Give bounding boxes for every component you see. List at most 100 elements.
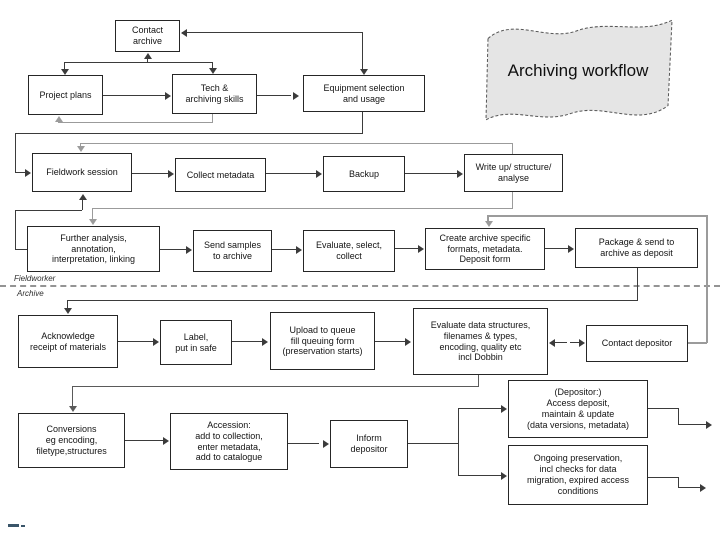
arrowhead-d [64,308,72,314]
arrowhead-r [501,405,507,413]
connector-segment [147,58,148,62]
arrowhead-d [69,406,77,412]
connector-segment [118,341,154,342]
connector-segment [545,248,569,249]
connector-segment [688,342,707,344]
flow-node-tech-archiving-skills: Tech & archiving skills [172,74,257,114]
connector-segment [637,268,638,301]
lane-label-fieldworker: Fieldworker [14,274,56,283]
arrowhead-r [168,170,174,178]
arrowhead-r [323,440,329,448]
arrowhead-r [153,338,159,346]
connector-segment [648,477,678,478]
connector-segment [678,477,679,488]
connector-segment [266,173,317,174]
flow-node-backup: Backup [323,156,405,192]
connector-segment [706,215,708,343]
connector-segment [570,342,581,343]
connector-segment [678,408,679,425]
arrowhead-r [579,339,585,347]
connector-segment [487,217,489,222]
flow-node-evaluate-select: Evaluate, select, collect [303,230,395,272]
banner-flag-shape [485,19,673,121]
connector-segment [15,133,363,134]
connector-segment [132,173,170,174]
connector-segment [458,408,459,476]
connector-segment [375,341,407,342]
connector-segment [487,215,708,217]
arrowhead-r [706,421,712,429]
arrowhead-r [568,245,574,253]
connector-segment [92,208,513,209]
arrowhead-r [296,246,302,254]
flow-node-collect-metadata: Collect metadata [175,158,266,192]
connector-segment [458,475,502,476]
footer-mark [21,525,25,527]
arrowhead-d [61,69,69,75]
flow-node-contact-archive: Contact archive [115,20,180,52]
arrowhead-d [89,219,97,225]
flow-node-depositor-access: (Depositor:) Access deposit, maintain & … [508,380,648,438]
banner-title: Archiving workflow [507,61,649,80]
connector-segment [92,208,93,221]
connector-segment [80,143,513,144]
connector-segment [512,192,513,208]
arrowhead-r [418,245,424,253]
connector-segment [212,114,213,123]
connector-segment [72,386,479,387]
arrowhead-r [186,246,192,254]
connector-segment [478,375,479,386]
arrowhead-d [209,68,217,74]
connector-segment [408,443,458,444]
connector-segment [15,172,25,173]
arrowhead-l [549,339,555,347]
flow-node-evaluate-data-structures: Evaluate data structures, filenames & ty… [413,308,548,375]
flow-node-label-put-in-safe: Label, put in safe [160,320,232,365]
connector-segment [15,210,16,250]
flow-node-create-archive-formats: Create archive specific formats, metadat… [425,228,545,270]
lane-label-archive: Archive [17,289,44,298]
connector-segment [80,143,81,148]
connector-segment [82,199,83,210]
flow-node-send-samples: Send samples to archive [193,230,272,272]
arrowhead-r [501,472,507,480]
connector-segment [288,443,319,444]
arrowhead-u [79,194,87,200]
arrowhead-r [405,338,411,346]
arrowhead-r [25,169,31,177]
arrowhead-r [700,484,706,492]
arrowhead-r [293,92,299,100]
flow-node-contact-depositor: Contact depositor [586,325,688,362]
arrowhead-d [360,69,368,75]
connector-segment [512,143,513,154]
connector-segment [64,62,213,63]
connector-segment [72,386,73,407]
connector-segment [15,133,16,173]
connector-segment [103,95,165,96]
connector-segment [67,300,68,309]
arrowhead-r [316,170,322,178]
connector-segment [405,173,458,174]
connector-segment [257,95,291,96]
flow-node-package-send: Package & send to archive as deposit [575,228,698,268]
connector-segment [395,248,419,249]
connector-segment [678,487,700,488]
connector-segment [553,342,567,343]
connector-segment [362,32,363,70]
connector-segment [160,249,187,250]
connector-segment [15,210,82,211]
flow-node-conversions: Conversions eg encoding, filetype,struct… [18,413,125,468]
flow-node-write-up: Write up/ structure/ analyse [464,154,563,192]
connector-segment [212,63,213,68]
arrowhead-u [55,116,63,122]
connector-segment [362,112,363,133]
arrowhead-d [77,146,85,152]
flow-node-upload-to-queue: Upload to queue fill queuing form (prese… [270,312,375,370]
flow-node-further-analysis: Further analysis, annotation, interpreta… [27,226,160,272]
arrowhead-r [163,437,169,445]
arrowhead-l [181,29,187,37]
connector-segment [67,300,638,301]
connector-segment [58,122,213,123]
arrowhead-d [485,221,493,227]
